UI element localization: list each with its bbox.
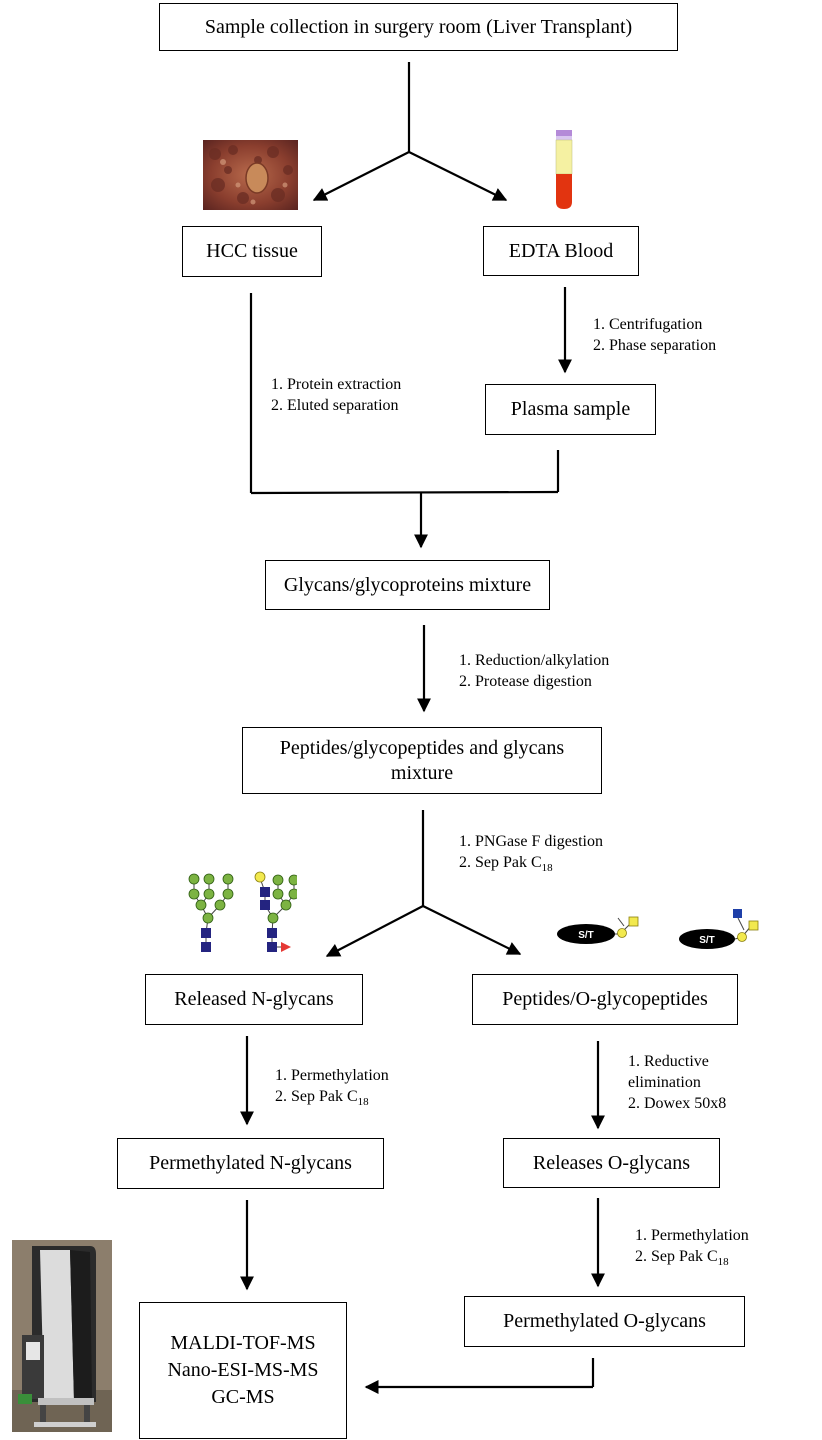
permethylated-n-glycans-box: Permethylated N-glycans xyxy=(117,1138,384,1189)
permethylated-o-glycans-text: Permethylated O-glycans xyxy=(503,1310,706,1332)
mass-spec-methods-box: MALDI-TOF-MS Nano-ESI-MS-MS GC-MS xyxy=(139,1302,347,1439)
permethylated-n-glycans-text: Permethylated N-glycans xyxy=(149,1152,352,1174)
step-sep-pak-1: 2. Sep Pak C18 xyxy=(459,854,553,875)
step-phase-separation: 2. Phase separation xyxy=(593,337,717,354)
step-protein-extraction: 1. Protein extraction xyxy=(271,376,402,393)
step-permethylation-n: 1. Permethylation xyxy=(275,1067,389,1084)
step-dowex: 2. Dowex 50x8 xyxy=(628,1095,727,1112)
peptides-glycans-text-1: Peptides/glycopeptides and glycans xyxy=(279,736,565,759)
st-label-1: S/T xyxy=(578,930,594,941)
mixture-processing-steps: 1. Reduction/alkylation 2. Protease dige… xyxy=(459,650,609,692)
released-n-glycans-box: Released N-glycans xyxy=(145,974,363,1025)
ms-method-gc: GC-MS xyxy=(211,1386,275,1408)
peptide-processing-steps: 1. PNGase F digestion 2. Sep Pak C18 xyxy=(459,831,603,879)
peptides-o-glycopeptides-text: Peptides/O-glycopeptides xyxy=(502,988,708,1010)
arrow-to-hcc xyxy=(312,151,410,201)
n-glycan-structure-icon xyxy=(188,871,297,952)
step-reduction-alkylation: 1. Reduction/alkylation xyxy=(459,652,610,669)
arrow-to-blood xyxy=(408,151,508,201)
mass-spectrometer-photo xyxy=(12,1240,112,1432)
step-sep-pak-2: 2. Sep Pak C18 xyxy=(275,1088,369,1109)
blood-processing-steps: 1. Centrifugation 2. Phase separation xyxy=(593,314,716,356)
peptides-glycans-box: Peptides/glycopeptides and glycans mixtu… xyxy=(242,727,602,794)
hcc-tissue-box: HCC tissue xyxy=(182,226,322,277)
edta-blood-text: EDTA Blood xyxy=(508,239,614,262)
step-centrifugation: 1. Centrifugation xyxy=(593,316,703,333)
step-reductive: 1. Reductive xyxy=(628,1053,709,1070)
edta-blood-box: EDTA Blood xyxy=(483,226,639,276)
n-glycan-processing-steps: 1. Permethylation 2. Sep Pak C18 xyxy=(275,1065,389,1113)
sample-collection-text: Sample collection in surgery room (Liver… xyxy=(204,15,633,38)
ms-method-nano-esi: Nano-ESI-MS-MS xyxy=(167,1359,319,1381)
plasma-sample-box: Plasma sample xyxy=(485,384,656,435)
tissue-processing-steps: 1. Protein extraction 2. Eluted separati… xyxy=(271,374,401,416)
step-protease-digestion: 2. Protease digestion xyxy=(459,673,592,690)
hcc-tissue-text: HCC tissue xyxy=(206,240,298,262)
st-label-2: S/T xyxy=(699,935,715,946)
step-pngase-digestion: 1. PNGase F digestion xyxy=(459,833,603,850)
o-glycan-permethylation-steps: 1. Permethylation 2. Sep Pak C18 xyxy=(635,1225,749,1273)
o-glycan-processing-steps: 1. Reductive elimination 2. Dowex 50x8 xyxy=(628,1051,726,1114)
releases-o-glycans-box: Releases O-glycans xyxy=(503,1138,720,1188)
released-n-glycans-text: Released N-glycans xyxy=(174,988,334,1010)
step-eluted-separation: 2. Eluted separation xyxy=(271,397,399,414)
glycan-mixture-text: Glycans/glycoproteins mixture xyxy=(283,573,532,596)
step-permethylation-o: 1. Permethylation xyxy=(635,1227,749,1244)
blood-tube-icon xyxy=(555,130,573,209)
o-glycan-structure-icon: S/T xyxy=(557,916,639,944)
arrow-to-released-n xyxy=(325,905,424,957)
sample-collection-box: Sample collection in surgery room (Liver… xyxy=(159,3,678,51)
connector-merge xyxy=(250,490,559,495)
hcc-tissue-photo xyxy=(203,140,298,210)
step-sep-pak-3: 2. Sep Pak C18 xyxy=(635,1248,729,1269)
ms-method-maldi: MALDI-TOF-MS xyxy=(170,1332,316,1354)
arrow-to-peptides-o xyxy=(422,905,522,955)
step-elimination: elimination xyxy=(628,1074,701,1091)
glycan-mixture-box: Glycans/glycoproteins mixture xyxy=(265,560,550,610)
peptides-glycans-text-2: mixture xyxy=(390,761,454,784)
peptides-o-glycopeptides-box: Peptides/O-glycopeptides xyxy=(472,974,738,1025)
releases-o-glycans-text: Releases O-glycans xyxy=(532,1151,691,1174)
o-glycan-structure-icon: S/T xyxy=(679,909,759,949)
permethylated-o-glycans-box: Permethylated O-glycans xyxy=(464,1296,745,1347)
plasma-sample-text: Plasma sample xyxy=(510,398,631,420)
